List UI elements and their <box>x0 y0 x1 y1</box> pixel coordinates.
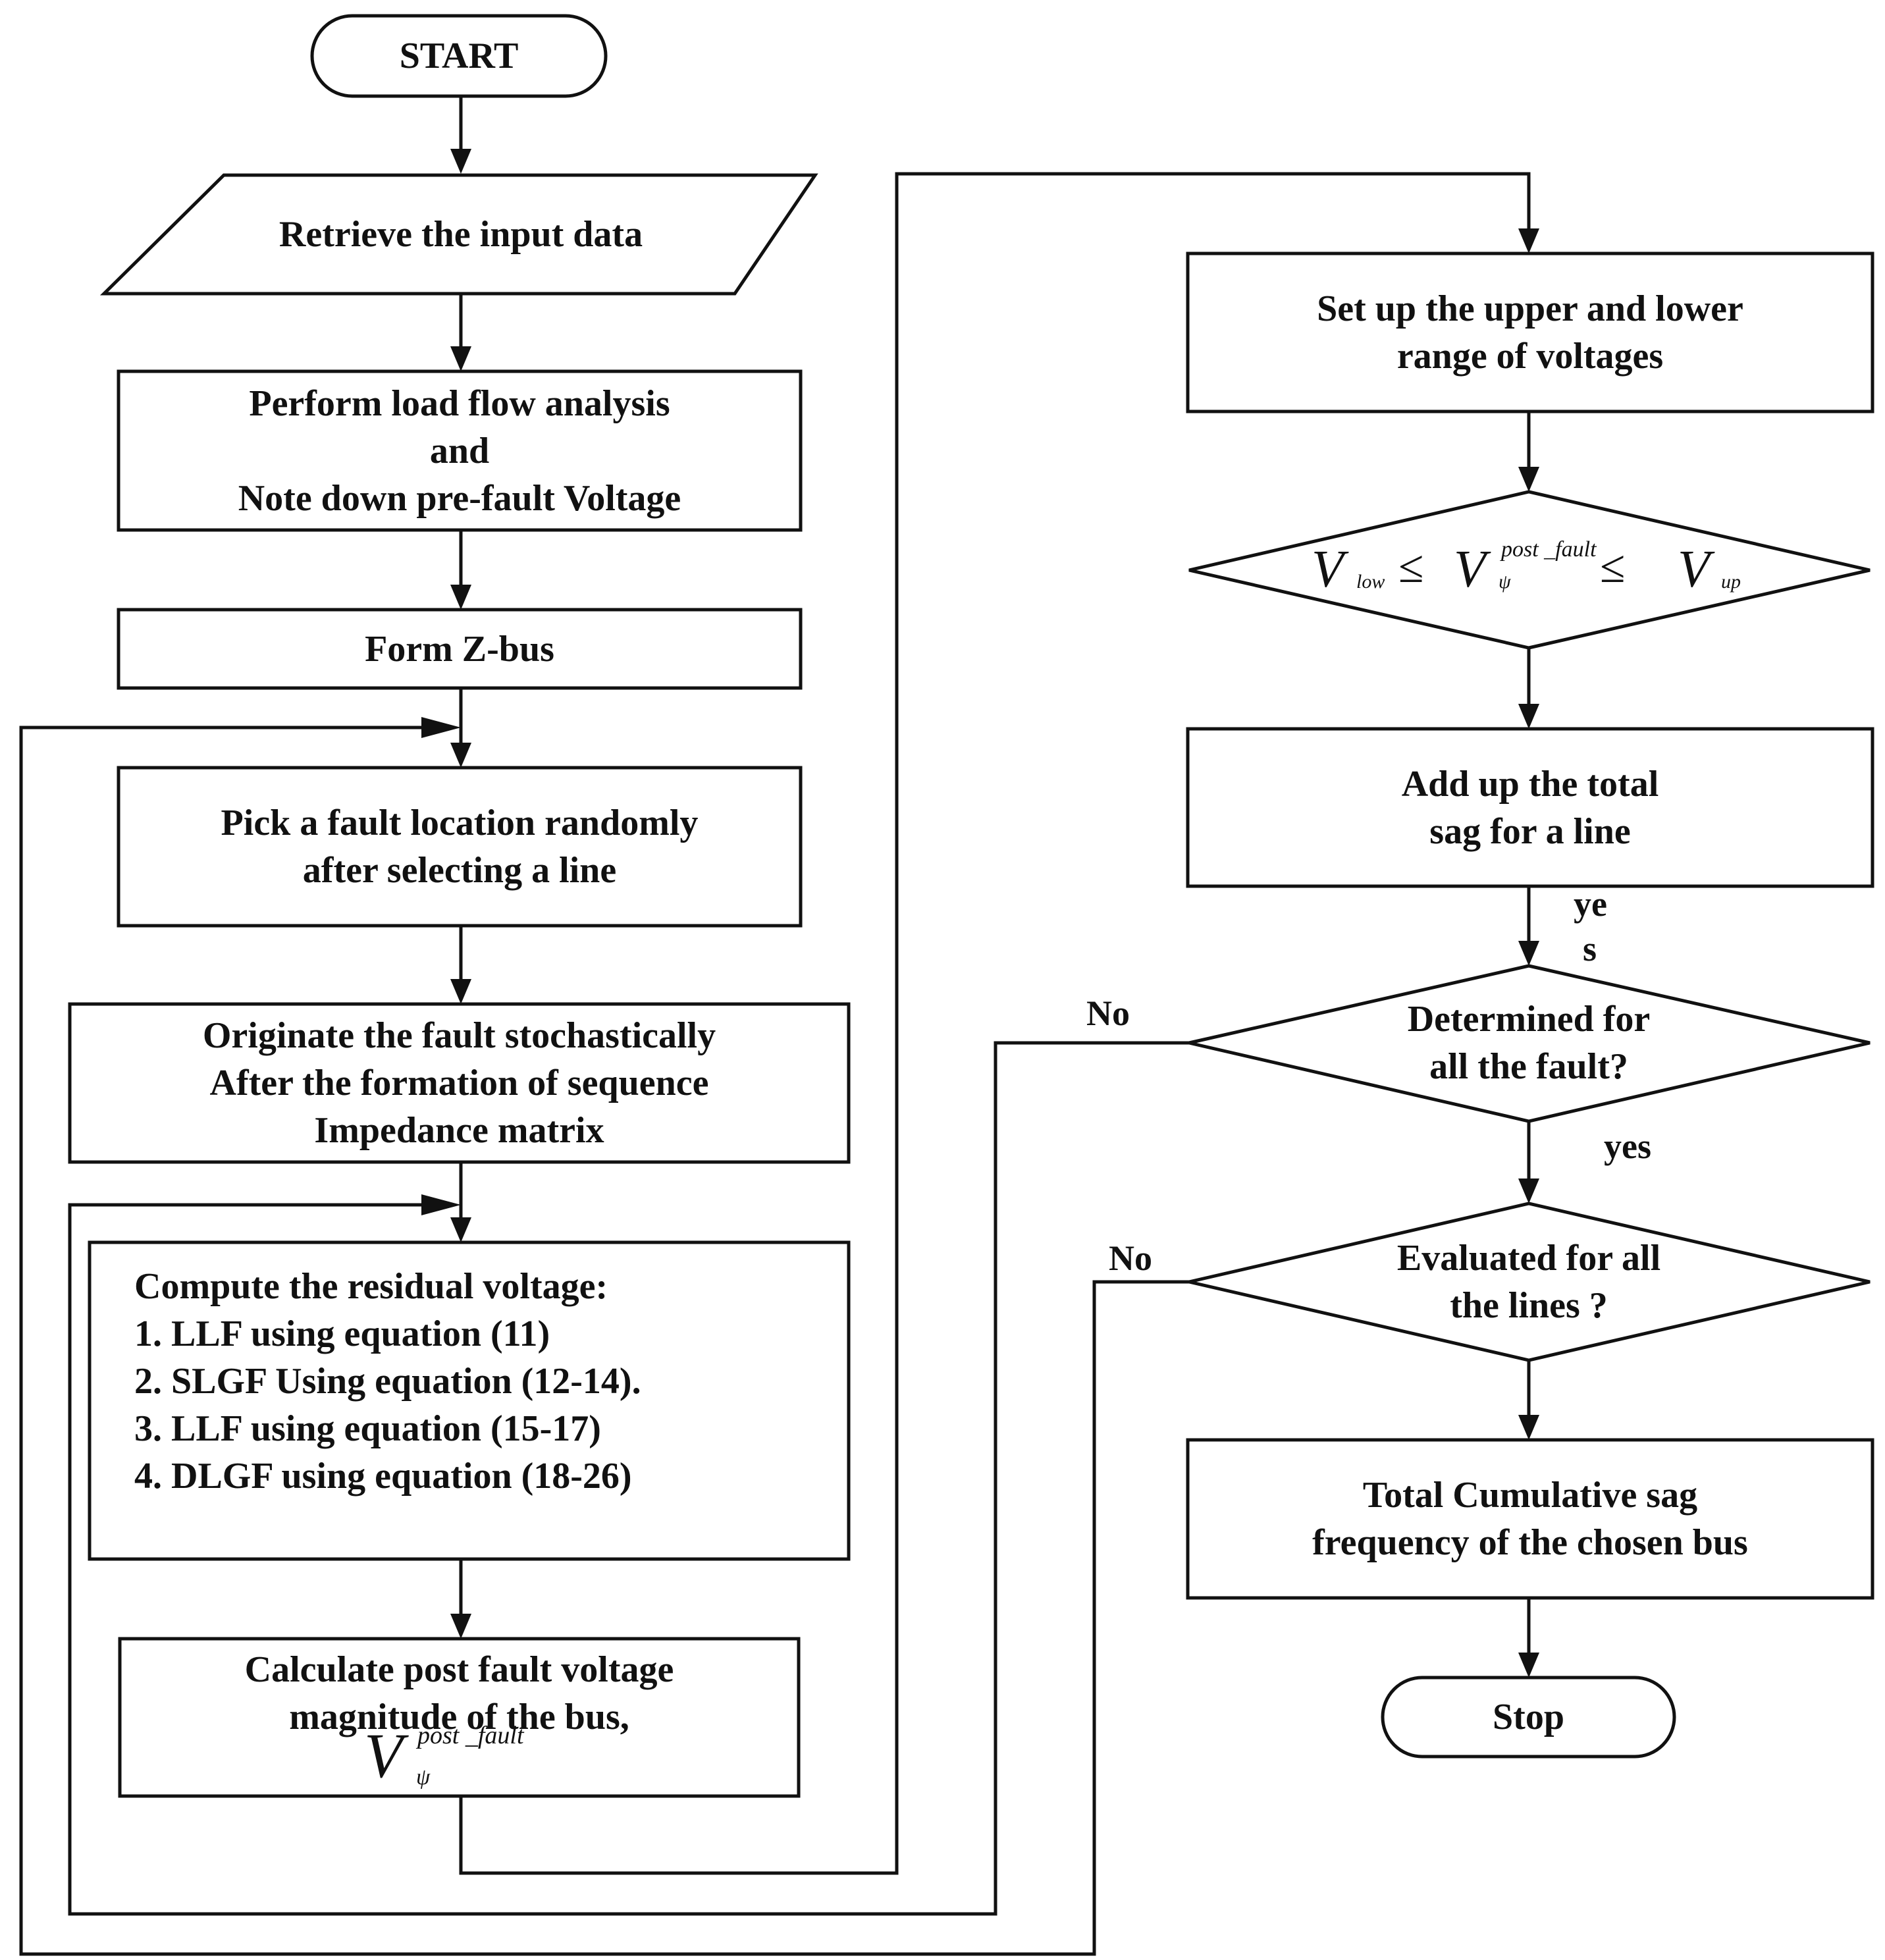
arrowhead <box>421 717 461 738</box>
arrowhead <box>1518 467 1539 492</box>
input-text: Retrieve the input data <box>279 214 643 255</box>
stop-terminal <box>1381 1676 1676 1759</box>
originate-label: Originate the fault stochastically After… <box>70 1004 849 1162</box>
arrowhead <box>421 1194 461 1215</box>
determined-diamond <box>1188 964 1871 1123</box>
start-label: START <box>312 16 606 96</box>
arrowhead <box>1518 1179 1539 1204</box>
psi-subscript-cond: ψ <box>1499 571 1511 593</box>
arrowhead <box>1518 704 1539 729</box>
total-line: Total Cumulative sag <box>1362 1475 1698 1516</box>
addup-line: Add up the total <box>1401 763 1659 805</box>
compute-line: Compute the residual voltage: <box>134 1266 608 1307</box>
zbus-text: Form Z-bus <box>365 628 554 670</box>
calculate-line: magnitude of the bus, <box>289 1697 629 1737</box>
setup-line: Set up the upper and lower <box>1317 288 1743 329</box>
start-text: START <box>399 36 519 76</box>
setup-line: range of voltages <box>1396 336 1664 377</box>
determined-line: Determined for <box>1407 999 1651 1040</box>
compute-line: 1. LLF using equation (11) <box>134 1313 550 1354</box>
stop-label: Stop <box>1383 1678 1674 1757</box>
compute-line: 3. LLF using equation (15-17) <box>134 1408 601 1449</box>
pick-line: after selecting a line <box>302 850 617 891</box>
arrowhead <box>450 149 471 174</box>
pick-line: Pick a fault location randomly <box>221 803 699 843</box>
connector <box>19 726 1189 1956</box>
addup-label: Add up the total sag for a line <box>1188 729 1872 886</box>
arrowhead <box>450 1217 471 1242</box>
compute-line: 2. SLGF Using equation (12-14). <box>134 1361 641 1402</box>
arrowhead <box>1518 228 1539 253</box>
setup-label: Set up the upper and lower range of volt… <box>1188 253 1872 411</box>
loadflow-line: and <box>429 430 490 471</box>
total-label: Total Cumulative sag frequency of the ch… <box>1188 1440 1872 1598</box>
input-parallelogram <box>99 173 818 296</box>
determined-line: all the fault? <box>1429 1046 1628 1087</box>
post-fault-sup-cond: post _fault <box>1501 537 1597 562</box>
calculate-line: Calculate post fault voltage <box>244 1649 674 1690</box>
v-psi-symbol: V <box>1454 541 1486 598</box>
arrowhead <box>450 1614 471 1639</box>
loadflow-line: Perform load flow analysis <box>249 383 670 424</box>
input-label: Retrieve the input data <box>132 182 790 287</box>
connector <box>459 172 1531 1875</box>
no-label-1: No <box>1086 993 1130 1033</box>
arrowhead <box>1518 1415 1539 1440</box>
arrowhead <box>450 979 471 1004</box>
v-low-symbol: V <box>1312 541 1344 598</box>
evaluated-label: Evaluated for all the lines ? <box>1284 1232 1774 1331</box>
evaluated-diamond <box>1188 1202 1871 1362</box>
zbus-label: Form Z-bus <box>119 610 801 688</box>
low-subscript: low <box>1356 571 1385 593</box>
psi-subscript: ψ <box>416 1765 431 1789</box>
determined-label: Determined for all the fault? <box>1284 993 1774 1092</box>
compute-label: Compute the residual voltage: 1. LLF usi… <box>134 1263 845 1539</box>
yes-label-2: yes <box>1604 1126 1651 1166</box>
loadflow-label: Perform load flow analysis and Note down… <box>119 371 801 530</box>
v-symbol: V <box>364 1720 403 1791</box>
yes-label-1a: ye <box>1574 884 1607 924</box>
start-terminal <box>310 14 608 98</box>
compute-box <box>88 1240 851 1561</box>
post-fault-superscript: post _fault <box>417 1722 524 1749</box>
arrowhead <box>450 743 471 768</box>
arrowhead <box>1518 941 1539 966</box>
stop-text: Stop <box>1493 1697 1564 1737</box>
le-symbol-2: ≤ <box>1600 542 1626 593</box>
connector <box>68 1041 1189 1916</box>
loadflow-line: Note down pre-fault Voltage <box>238 477 681 519</box>
arrowhead <box>450 346 471 371</box>
pick-label: Pick a fault location randomly after sel… <box>119 768 801 926</box>
originate-line: Originate the fault stochastically <box>202 1015 716 1056</box>
compute-line: 4. DLGF using equation (18-26) <box>134 1456 632 1496</box>
calculate-label: Calculate post fault voltage magnitude o… <box>120 1646 799 1745</box>
originate-line: Impedance matrix <box>314 1110 604 1151</box>
v-up-symbol: V <box>1678 541 1710 598</box>
originate-line: After the formation of sequence <box>209 1063 709 1103</box>
le-symbol: ≤ <box>1398 542 1424 593</box>
evaluated-line: Evaluated for all <box>1396 1238 1661 1279</box>
evaluated-line: the lines ? <box>1450 1285 1608 1326</box>
total-line: frequency of the chosen bus <box>1312 1522 1748 1563</box>
no-label-2: No <box>1109 1238 1152 1278</box>
up-subscript: up <box>1721 571 1741 593</box>
condition-diamond <box>1188 490 1871 650</box>
arrowhead <box>1518 1653 1539 1678</box>
arrowhead <box>450 585 471 610</box>
addup-line: sag for a line <box>1429 810 1631 852</box>
yes-label-1b: s <box>1583 929 1597 968</box>
